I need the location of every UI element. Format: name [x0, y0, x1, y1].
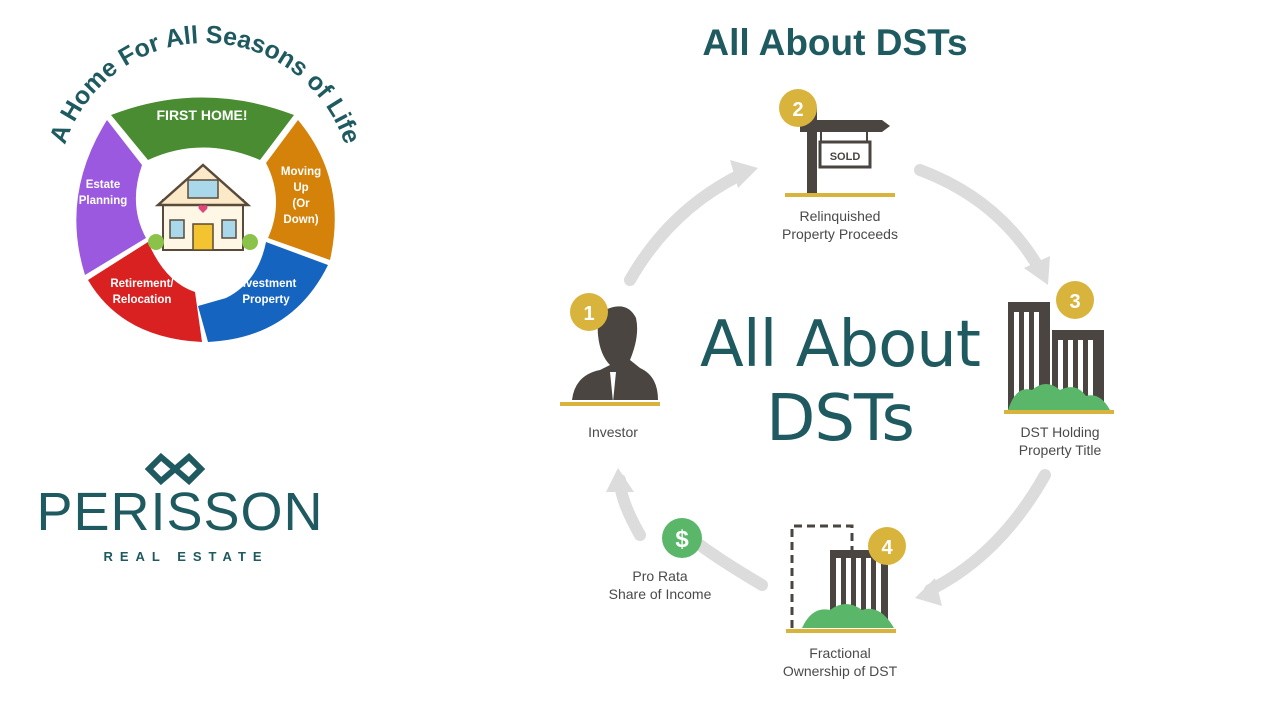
- buildings-icon: [1004, 302, 1114, 414]
- center-title-line-1: All About: [700, 308, 981, 382]
- wheel-label-estate: Estate Planning: [79, 179, 128, 207]
- svg-text:Down): Down): [283, 214, 318, 226]
- center-title: All About DSTs: [670, 308, 1010, 456]
- step-1-label: Investor: [588, 424, 638, 440]
- svg-text:1: 1: [583, 303, 594, 325]
- svg-text:Estate: Estate: [86, 179, 121, 191]
- infinity-logo-icon: [144, 453, 206, 485]
- arrowheads: [606, 160, 1050, 606]
- wheel-segment-investment: [198, 242, 328, 342]
- income-label: Pro Rata Share of Income: [608, 568, 712, 602]
- svg-text:Property: Property: [242, 294, 290, 306]
- step-4-label: Fractional Ownership of DST: [782, 645, 898, 679]
- seasons-wheel: A Home For All Seasons of Life FIRST HOM…: [30, 20, 380, 360]
- svg-text:3: 3: [1069, 291, 1080, 313]
- svg-text:Planning: Planning: [79, 195, 128, 207]
- arrow-2-to-3: [914, 164, 1046, 276]
- dst-cycle-diagram: 1 SOLD 2: [530, 80, 1150, 700]
- fractional-building-icon: [786, 524, 896, 633]
- center-title-line-2: DSTs: [766, 382, 915, 456]
- svg-text:4: 4: [881, 537, 893, 559]
- wheel-label-retirement: Retirement/ Relocation: [110, 278, 174, 306]
- svg-text:SOLD: SOLD: [830, 151, 861, 163]
- step-3-label: DST Holding Property Title: [1018, 424, 1102, 458]
- step-2-label: Relinquished Property Proceeds: [782, 208, 898, 242]
- wheel-label-investment: Investment Property: [236, 278, 297, 306]
- wheel-segment-first-home: [111, 97, 294, 160]
- perisson-logo: PERISSON REAL ESTATE: [30, 445, 330, 575]
- step-badge-1: 1: [570, 293, 608, 331]
- arrow-1-to-2: [624, 169, 746, 286]
- wheel-label-first-home: FIRST HOME!: [157, 107, 248, 123]
- svg-text:$: $: [675, 526, 689, 553]
- step-badge-4: 4: [868, 527, 906, 565]
- svg-text:Moving: Moving: [281, 166, 321, 178]
- svg-text:Relocation: Relocation: [113, 294, 172, 306]
- page-title: All About DSTs: [702, 22, 968, 63]
- svg-text:Retirement/: Retirement/: [110, 278, 174, 290]
- wheel-label-moving-up: Moving Up (Or Down): [281, 166, 321, 226]
- step-badge-3: 3: [1056, 281, 1094, 319]
- dollar-coin-icon: $: [662, 518, 702, 558]
- arrow-3-to-4: [924, 469, 1051, 596]
- arrow-4-to-income: [694, 539, 768, 591]
- logo-name: PERISSON: [36, 482, 324, 542]
- sold-sign-icon: SOLD: [785, 108, 895, 197]
- logo-subtitle: REAL ESTATE: [103, 549, 269, 564]
- house-icon: [148, 163, 258, 251]
- wheel-segment-estate: [76, 120, 146, 275]
- svg-text:(Or: (Or: [292, 198, 310, 210]
- svg-text:2: 2: [792, 99, 803, 121]
- svg-text:Up: Up: [293, 182, 308, 194]
- wheel-segment-retirement: [88, 242, 202, 342]
- svg-text:Investment: Investment: [236, 278, 297, 290]
- investor-silhouette-icon: [560, 306, 660, 406]
- wheel-segment-moving-up: [266, 120, 335, 260]
- step-badge-2: 2: [779, 89, 817, 127]
